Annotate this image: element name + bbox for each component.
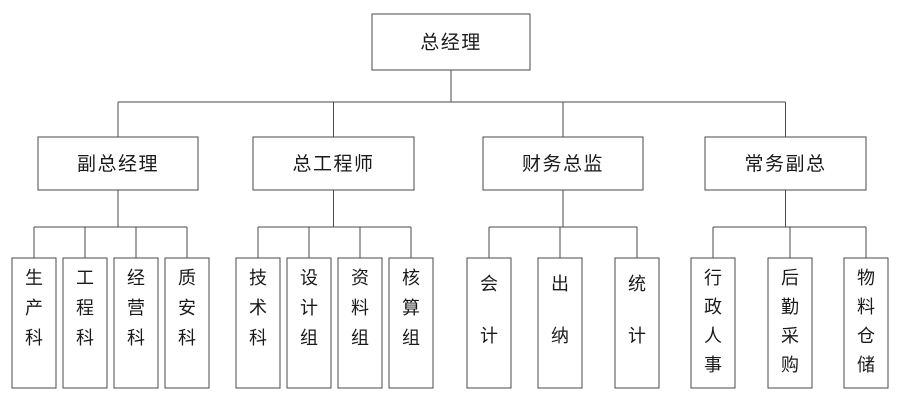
- node-box[interactable]: [371, 13, 531, 71]
- org-node[interactable]: 会计: [466, 257, 512, 389]
- node-label: 设计组: [300, 268, 318, 349]
- node-label: 财务总监: [522, 153, 604, 175]
- node-box[interactable]: [537, 257, 583, 389]
- org-node[interactable]: 设计组: [286, 257, 332, 389]
- connector-group-n3: [488, 190, 638, 258]
- node-box[interactable]: [113, 257, 159, 389]
- node-label: 会计: [480, 274, 498, 347]
- connector-group-n4: [712, 190, 867, 258]
- node-box[interactable]: [62, 257, 108, 389]
- node-label: 后勤采购: [781, 268, 799, 376]
- node-label: 核算组: [402, 268, 420, 349]
- node-label: 物料仓储: [857, 268, 875, 376]
- org-node[interactable]: 生产科: [11, 257, 57, 389]
- node-box[interactable]: [466, 257, 512, 389]
- org-node[interactable]: 物料仓储: [843, 257, 889, 389]
- node-box[interactable]: [614, 257, 660, 389]
- org-node[interactable]: 质安科: [164, 257, 210, 389]
- node-label: 质安科: [178, 268, 196, 349]
- org-node[interactable]: 资料组: [337, 257, 383, 389]
- org-node[interactable]: 行政人事: [690, 257, 736, 389]
- org-node[interactable]: 技术科: [235, 257, 281, 389]
- node-box[interactable]: [337, 257, 383, 389]
- node-box[interactable]: [235, 257, 281, 389]
- node-label: 总经理: [420, 32, 482, 54]
- node-label: 工程科: [76, 268, 94, 349]
- org-node[interactable]: 财务总监: [482, 136, 644, 191]
- org-node[interactable]: 总经理: [371, 13, 531, 71]
- connector-group-n0: [117, 70, 787, 137]
- node-box[interactable]: [164, 257, 210, 389]
- node-box[interactable]: [704, 136, 867, 191]
- node-label: 常务副总: [744, 153, 826, 175]
- node-label: 副总经理: [77, 153, 159, 175]
- org-node[interactable]: 副总经理: [37, 136, 199, 191]
- node-label: 统计: [628, 274, 646, 347]
- node-label: 资料组: [351, 268, 369, 349]
- org-node[interactable]: 常务副总: [704, 136, 867, 191]
- node-box[interactable]: [388, 257, 434, 389]
- node-box[interactable]: [482, 136, 644, 191]
- node-label: 出纳: [551, 274, 569, 347]
- connector-group-n1: [33, 190, 188, 258]
- org-node[interactable]: 后勤采购: [767, 257, 813, 389]
- org-node[interactable]: 经营科: [113, 257, 159, 389]
- node-label: 经营科: [127, 268, 145, 349]
- org-node[interactable]: 出纳: [537, 257, 583, 389]
- node-box[interactable]: [767, 257, 813, 389]
- node-label: 技术科: [249, 268, 267, 349]
- node-box[interactable]: [37, 136, 199, 191]
- connector-layer: [33, 70, 867, 258]
- org-node[interactable]: 工程科: [62, 257, 108, 389]
- node-label: 生产科: [25, 268, 43, 349]
- connector-group-n2: [257, 190, 412, 258]
- node-box[interactable]: [252, 136, 415, 191]
- org-node[interactable]: 核算组: [388, 257, 434, 389]
- node-box[interactable]: [286, 257, 332, 389]
- org-node[interactable]: 总工程师: [252, 136, 415, 191]
- org-node[interactable]: 统计: [614, 257, 660, 389]
- node-label: 行政人事: [704, 268, 722, 376]
- node-box[interactable]: [843, 257, 889, 389]
- node-box[interactable]: [11, 257, 57, 389]
- node-label: 总工程师: [292, 153, 374, 175]
- node-box[interactable]: [690, 257, 736, 389]
